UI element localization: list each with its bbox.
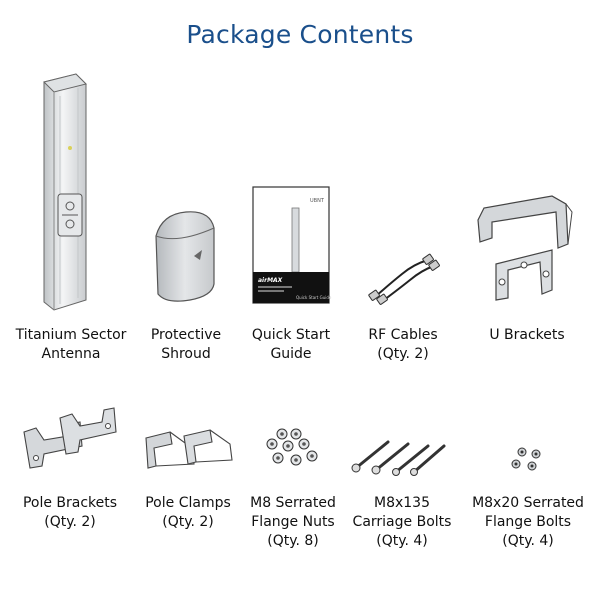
u-bracket-icon (477, 195, 573, 301)
guide-footer-text: Quick Start Guide (296, 295, 332, 300)
item-label-pole-brackets: Pole Brackets(Qty. 2) (22, 495, 118, 530)
item-label-pole-clamps: Pole Clamps(Qty. 2) (145, 495, 231, 530)
pole-clamp-icon (145, 429, 233, 469)
quick-start-guide-icon: UBNT airMAX Quick Start Guide (252, 186, 332, 304)
rf-cable-icon (368, 253, 440, 305)
svg-text:UBNT: UBNT (310, 198, 325, 204)
flange-nut-icon (266, 428, 318, 466)
shroud-icon (155, 211, 215, 302)
pole-bracket-icon (23, 407, 117, 469)
guide-brand-text: airMAX (258, 277, 283, 284)
sector-antenna-icon (43, 73, 87, 311)
page-title: Package Contents (186, 20, 414, 49)
carriage-bolt-icon (351, 440, 446, 476)
item-label-u-brackets: U Brackets (489, 327, 565, 343)
flange-bolt-icon (511, 447, 541, 471)
item-label-rf-cables: RF Cables(Qty. 2) (368, 327, 438, 362)
